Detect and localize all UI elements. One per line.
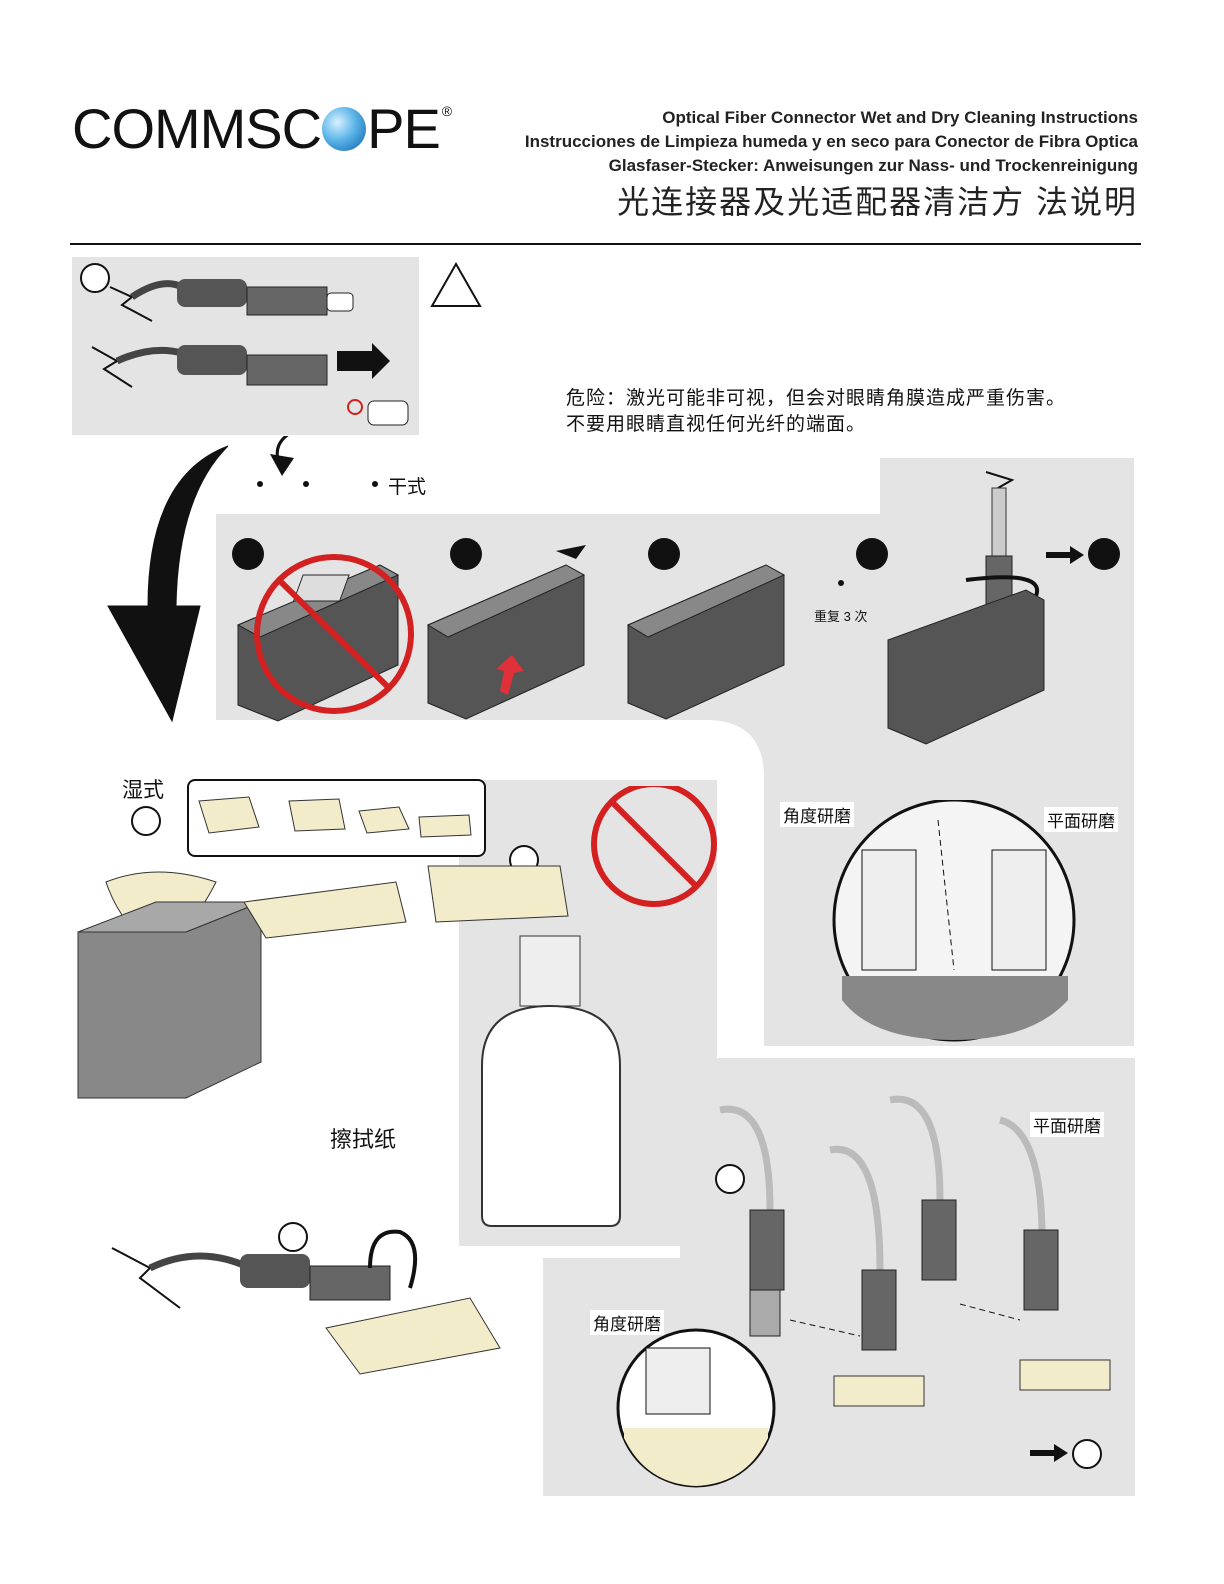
- step-number-1: [80, 263, 110, 293]
- header-divider: [70, 243, 1141, 245]
- connector-wipe-twist: [111, 1229, 501, 1375]
- next-arrow-icon: [1046, 546, 1084, 564]
- wipe-paper-label: 擦拭纸: [330, 1127, 397, 1152]
- title-spanish: Instrucciones de Limpieza humeda y en se…: [524, 132, 1138, 151]
- dry-step-next: [1088, 538, 1120, 570]
- wipe-fold-inset: [187, 779, 486, 857]
- title-german: Glasfaser-Stecker: Anweisungen zur Nass-…: [608, 156, 1138, 175]
- dry-flat-polish-label: 平面研磨: [1044, 807, 1118, 832]
- title-english: Optical Fiber Connector Wet and Dry Clea…: [662, 108, 1138, 127]
- connector-wet-wipe-sequence: [719, 1095, 1111, 1407]
- dry-step-a: [232, 538, 264, 570]
- wet-label: 湿式: [122, 779, 164, 802]
- connector-cap-illustration: [91, 279, 409, 426]
- logo-text-b: PE: [367, 97, 441, 160]
- polish-magnifier: [832, 800, 1076, 1042]
- angle-polish-magnifier: [616, 1328, 776, 1488]
- bullet-4: [838, 580, 844, 586]
- cleaner-cassette-slide: [426, 545, 586, 720]
- logo-text-a: COMMSC: [72, 97, 322, 160]
- dry-step-b: [450, 538, 482, 570]
- wet-next-arrow-icon: [1030, 1444, 1068, 1462]
- wet-angle-polish-label: 角度研磨: [590, 1310, 664, 1335]
- dry-label: 干式: [388, 477, 427, 498]
- wet-step-1: [131, 806, 161, 836]
- document-titles: Optical Fiber Connector Wet and Dry Clea…: [525, 106, 1138, 224]
- commscope-logo: COMMSC PE®: [72, 96, 452, 161]
- wet-flat-polish-label: 平面研磨: [1030, 1112, 1104, 1137]
- bullet-1: [257, 481, 263, 487]
- bullet-3: [372, 481, 378, 487]
- laser-warning: 危险：激光可能非可视，但会对眼睛角膜造成严重伤害。 不要用眼睛直视任何光纤的端面…: [566, 386, 1066, 438]
- dry-step-d: [856, 538, 888, 570]
- tissue-box: [77, 871, 407, 1099]
- solvent-bottle: [427, 786, 717, 1227]
- cleaner-cassette-open: [626, 564, 786, 720]
- title-chinese: 光连接器及光适配器清洁方 法说明: [617, 184, 1138, 220]
- logo-globe-icon: [322, 106, 367, 151]
- bullet-2: [303, 481, 309, 487]
- wet-step-4: [715, 1164, 745, 1194]
- cassette-connector-twist: [887, 471, 1045, 745]
- warning-line-1: 危险：激光可能非可视，但会对眼睛角膜造成严重伤害。: [566, 388, 1067, 409]
- repeat-label: 重复 3 次: [814, 609, 868, 624]
- big-curved-arrow-icon: [107, 436, 294, 723]
- warning-line-2: 不要用眼睛直视任何光纤的端面。: [566, 414, 867, 435]
- wet-step-3: [278, 1222, 308, 1252]
- registered-mark: ®: [441, 102, 452, 119]
- wet-step-next: [1072, 1439, 1102, 1469]
- warning-triangle-icon: [430, 262, 482, 307]
- dry-step-c: [648, 538, 680, 570]
- cleaner-cassette-prohibited: [236, 554, 414, 722]
- dry-angle-polish-label: 角度研磨: [780, 802, 854, 827]
- wipe-fold-sequence: [198, 796, 472, 838]
